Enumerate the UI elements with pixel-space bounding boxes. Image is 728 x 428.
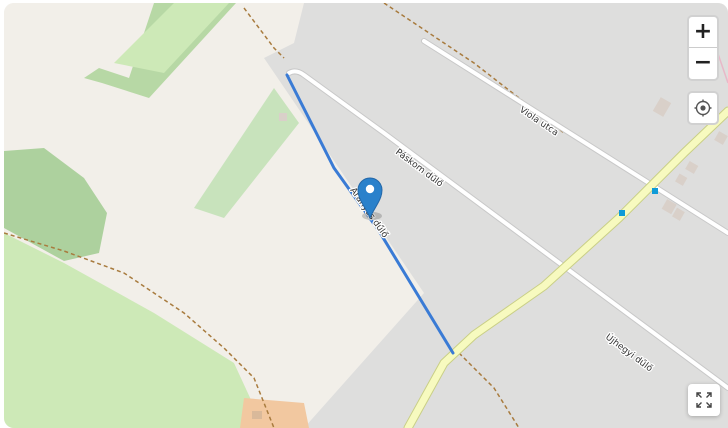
map-canvas[interactable]: Viola utca Páskom dűlő Aranyos dűlő Újhe…: [4, 3, 728, 428]
viola-utca-road: [422, 39, 728, 235]
forest-area: [4, 148, 107, 261]
orchard-area: [194, 88, 299, 218]
main-road: [404, 107, 728, 428]
fullscreen-button[interactable]: [688, 384, 720, 416]
expand-icon: [696, 392, 712, 408]
locate-button[interactable]: [687, 91, 719, 125]
track: [243, 7, 285, 59]
building: [675, 173, 688, 186]
building: [685, 161, 699, 174]
building: [279, 113, 287, 121]
bus-stop-icon: [652, 188, 658, 194]
building: [661, 199, 677, 215]
building: [252, 411, 262, 419]
track: [4, 232, 275, 428]
target-icon: [694, 99, 712, 117]
building: [672, 207, 685, 221]
meadow-inner-area: [114, 3, 229, 73]
bus-stop-icon: [619, 210, 625, 216]
building: [714, 131, 728, 145]
zoom-control: + −: [687, 15, 719, 81]
paskom-road: [287, 69, 728, 390]
zoom-in-button[interactable]: +: [689, 17, 717, 48]
track: [458, 352, 520, 428]
highlighted-route: [285, 73, 455, 355]
map-container[interactable]: Viola utca Páskom dűlő Aranyos dűlő Újhe…: [4, 3, 728, 428]
building: [652, 97, 672, 117]
residential-area: [240, 398, 309, 428]
meadow-area-bottom: [4, 233, 264, 428]
zoom-out-button[interactable]: −: [693, 50, 713, 75]
location-marker-icon[interactable]: [357, 177, 383, 220]
